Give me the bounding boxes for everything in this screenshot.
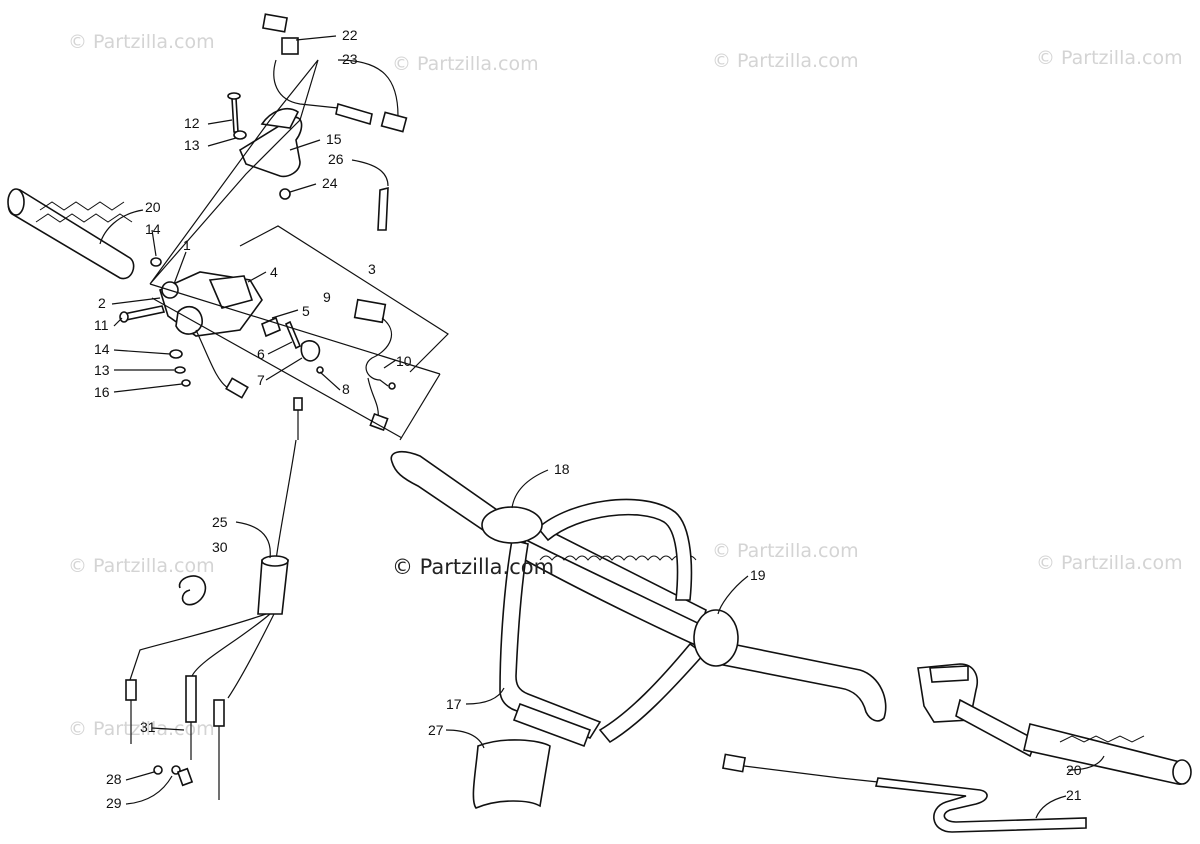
callout-labels: 22 23 12 13 15 26 24 20 14 1 4 3 9 2 5 1… bbox=[94, 27, 1082, 811]
watermark-layer: © Partzilla.com © Partzilla.com © Partzi… bbox=[68, 31, 1183, 740]
callout-label: 13 bbox=[94, 362, 110, 378]
callout-label: 25 bbox=[212, 514, 228, 530]
callout-label: 7 bbox=[257, 372, 265, 388]
callout-label: 6 bbox=[257, 346, 265, 362]
watermark: © Partzilla.com bbox=[68, 555, 215, 577]
watermark: © Partzilla.com bbox=[712, 540, 859, 562]
callout-label: 21 bbox=[1066, 787, 1082, 803]
callout-label: 20 bbox=[145, 199, 161, 215]
callout-label: 17 bbox=[446, 696, 462, 712]
watermark: © Partzilla.com bbox=[1036, 47, 1183, 69]
watermark: © Partzilla.com bbox=[1036, 552, 1183, 574]
leader-lines bbox=[99, 35, 1105, 819]
callout-label: 22 bbox=[342, 27, 358, 43]
callout-label: 16 bbox=[94, 384, 110, 400]
switch-assembly-part bbox=[261, 298, 396, 432]
callout-label: 1 bbox=[183, 237, 191, 253]
callout-label: 9 bbox=[323, 289, 331, 305]
lever-bracket-part bbox=[227, 13, 408, 231]
switch-housing-part bbox=[159, 271, 263, 399]
callout-label: 10 bbox=[396, 353, 412, 369]
callout-label: 15 bbox=[326, 131, 342, 147]
callout-label: 30 bbox=[212, 539, 228, 555]
throttle-cable-part bbox=[125, 397, 303, 800]
center-watermark: © Partzilla.com bbox=[392, 555, 554, 579]
callout-label: 24 bbox=[322, 175, 338, 191]
right-controls-part bbox=[472, 663, 1192, 833]
callout-label: 14 bbox=[94, 341, 110, 357]
callout-label: 23 bbox=[342, 51, 358, 67]
clamp-ring-18 bbox=[481, 506, 543, 544]
watermark: © Partzilla.com bbox=[392, 53, 539, 75]
left-grip-part bbox=[7, 188, 135, 280]
handlebar-part bbox=[390, 450, 887, 748]
callout-label: 19 bbox=[750, 567, 766, 583]
callout-label: 2 bbox=[98, 295, 106, 311]
callout-label: 26 bbox=[328, 151, 344, 167]
watermark: © Partzilla.com bbox=[68, 718, 215, 740]
callout-label: 8 bbox=[342, 381, 350, 397]
callout-label: 14 bbox=[145, 221, 161, 237]
callout-label: 3 bbox=[368, 261, 376, 277]
crossbar-pad-ridges bbox=[539, 555, 697, 561]
watermark: © Partzilla.com bbox=[68, 31, 215, 53]
callout-label: 28 bbox=[106, 771, 122, 787]
callout-label: 5 bbox=[302, 303, 310, 319]
callout-label: 18 bbox=[554, 461, 570, 477]
callout-label: 27 bbox=[428, 722, 444, 738]
callout-label: 11 bbox=[94, 317, 109, 333]
clamp-ring-19 bbox=[693, 609, 739, 667]
callout-label: 4 bbox=[270, 264, 278, 280]
callout-label: 12 bbox=[184, 115, 200, 131]
callout-label: 20 bbox=[1066, 762, 1082, 778]
callout-label: 31 bbox=[140, 719, 156, 735]
watermark: © Partzilla.com bbox=[712, 50, 859, 72]
callout-label: 29 bbox=[106, 795, 122, 811]
hardware-part bbox=[119, 257, 191, 387]
callout-label: 13 bbox=[184, 137, 200, 153]
